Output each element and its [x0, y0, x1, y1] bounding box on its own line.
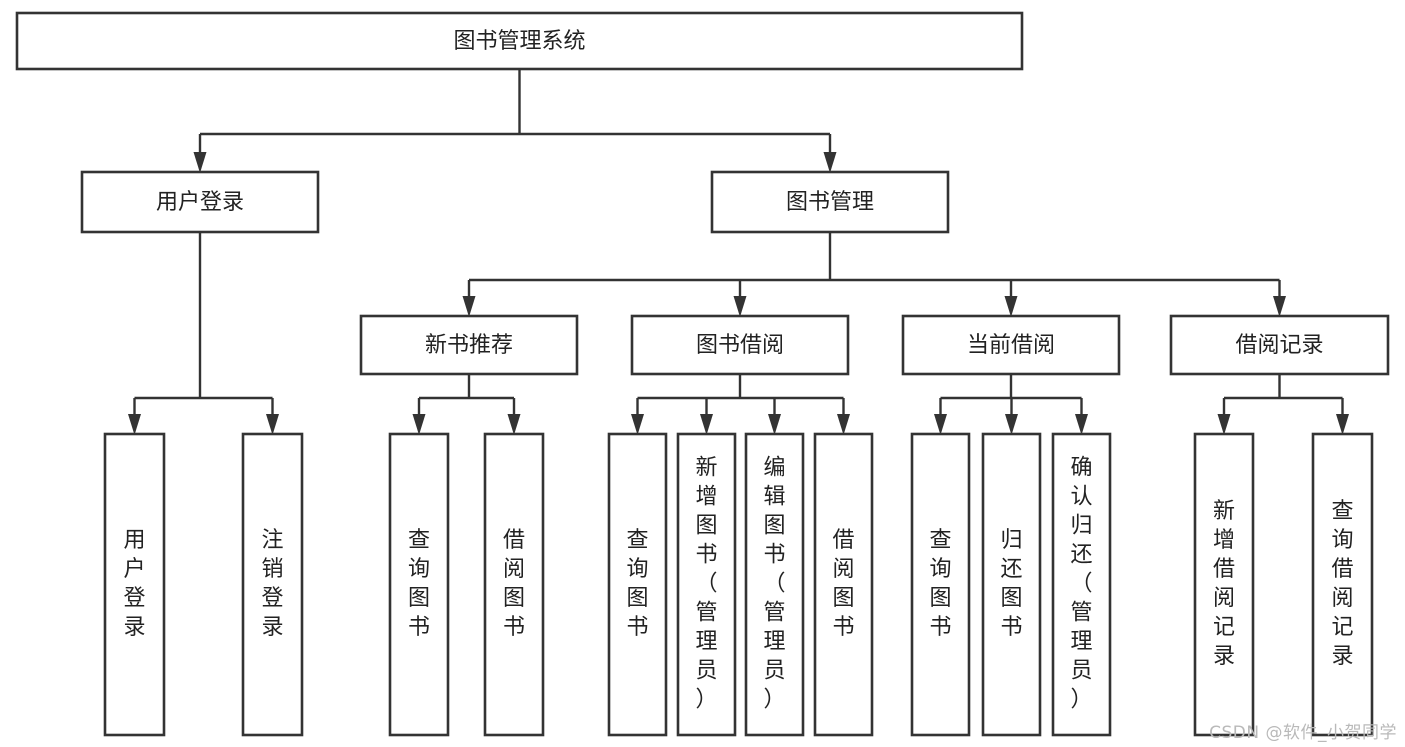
- node-box-leaf-login-1: [103, 432, 166, 737]
- connector-group-bookmgmt: [462, 232, 1286, 317]
- arrowhead-leaf-record-2: [1336, 414, 1349, 435]
- node-box-newbook: [359, 314, 579, 376]
- node-label-leaf-new-2: 借阅图书: [503, 528, 525, 640]
- node-leaf-current-1[interactable]: 查询图书: [910, 432, 971, 737]
- node-box-leaf-new-1: [388, 432, 450, 737]
- node-layer: 图书管理系统用户登录图书管理新书推荐图书借阅当前借阅借阅记录用户登录注销登录查询…: [15, 11, 1390, 737]
- node-box-borrow: [630, 314, 850, 376]
- arrowhead-leaf-borrow-2: [700, 414, 713, 435]
- node-record[interactable]: 借阅记录: [1169, 314, 1390, 376]
- arrowhead-leaf-borrow-4: [837, 414, 850, 435]
- node-label-leaf-record-1: 新增借阅记录: [1213, 499, 1235, 669]
- arrowhead-leaf-borrow-3: [768, 414, 781, 435]
- node-label-record: 借阅记录: [1235, 333, 1323, 358]
- node-leaf-borrow-4[interactable]: 借阅图书: [813, 432, 874, 737]
- connector-group-newbook: [412, 374, 521, 435]
- node-leaf-current-2[interactable]: 归还图书: [981, 432, 1042, 737]
- node-label-leaf-record-2: 查询借阅记录: [1331, 499, 1353, 669]
- arrowhead-leaf-current-2: [1005, 414, 1018, 435]
- arrowhead-leaf-new-2: [507, 414, 521, 435]
- node-newbook[interactable]: 新书推荐: [359, 314, 579, 376]
- node-label-leaf-current-3: 确认归还（管理员）: [1070, 456, 1092, 713]
- connector-layer: [128, 69, 1349, 435]
- connector-group-root: [193, 69, 837, 173]
- connector-group-login: [128, 232, 279, 435]
- arrowhead-leaf-current-1: [934, 414, 947, 435]
- arrowhead-borrow: [733, 296, 747, 317]
- node-label-leaf-borrow-1: 查询图书: [626, 528, 648, 640]
- arrowhead-leaf-current-3: [1075, 414, 1088, 435]
- node-label-leaf-new-1: 查询图书: [408, 528, 430, 640]
- node-label-bookmgmt: 图书管理: [786, 190, 874, 215]
- node-box-leaf-record-2: [1311, 432, 1374, 737]
- node-label-leaf-login-1: 用户登录: [123, 528, 145, 640]
- node-label-newbook: 新书推荐: [425, 333, 513, 358]
- node-box-leaf-current-1: [910, 432, 971, 737]
- node-box-login: [80, 170, 320, 234]
- node-box-leaf-login-2: [241, 432, 304, 737]
- node-root[interactable]: 图书管理系统: [15, 11, 1024, 71]
- node-box-record: [1169, 314, 1390, 376]
- node-label-leaf-current-1: 查询图书: [929, 528, 951, 640]
- node-box-root: [15, 11, 1024, 71]
- node-leaf-new-1[interactable]: 查询图书: [388, 432, 450, 737]
- node-label-leaf-login-2: 注销登录: [261, 528, 283, 640]
- csdn-watermark: CSDN @软件_小贺同学: [1209, 723, 1397, 743]
- node-box-leaf-current-2: [981, 432, 1042, 737]
- node-box-leaf-borrow-2: [676, 432, 737, 737]
- node-label-leaf-current-2: 归还图书: [1000, 528, 1022, 640]
- connector-group-record: [1217, 374, 1349, 435]
- arrowhead-leaf-login-2: [266, 414, 279, 435]
- node-leaf-login-2[interactable]: 注销登录: [241, 432, 304, 737]
- node-borrow[interactable]: 图书借阅: [630, 314, 850, 376]
- arrowhead-bookmgmt: [823, 152, 837, 173]
- node-box-leaf-borrow-4: [813, 432, 874, 737]
- node-label-root: 图书管理系统: [453, 29, 585, 54]
- node-label-leaf-borrow-3: 编辑图书（管理员）: [763, 456, 785, 713]
- node-leaf-current-3[interactable]: 确认归还（管理员）: [1051, 432, 1112, 737]
- arrowhead-leaf-record-1: [1217, 414, 1231, 435]
- node-box-bookmgmt: [710, 170, 950, 234]
- arrowhead-leaf-new-1: [412, 414, 426, 435]
- node-leaf-borrow-2[interactable]: 新增图书（管理员）: [676, 432, 737, 737]
- arrowhead-record: [1273, 296, 1286, 317]
- node-leaf-record-2[interactable]: 查询借阅记录: [1311, 432, 1374, 737]
- arrowhead-leaf-login-1: [128, 414, 141, 435]
- node-leaf-new-2[interactable]: 借阅图书: [483, 432, 545, 737]
- node-box-leaf-borrow-3: [744, 432, 805, 737]
- arrowhead-leaf-borrow-1: [631, 414, 644, 435]
- connector-group-current: [934, 374, 1088, 435]
- arrowhead-login: [193, 152, 207, 173]
- node-leaf-record-1[interactable]: 新增借阅记录: [1193, 432, 1255, 737]
- node-bookmgmt[interactable]: 图书管理: [710, 170, 950, 234]
- node-box-leaf-record-1: [1193, 432, 1255, 737]
- node-label-current: 当前借阅: [967, 333, 1055, 358]
- arrowhead-newbook: [462, 296, 476, 317]
- node-box-leaf-current-3: [1051, 432, 1112, 737]
- node-label-leaf-borrow-4: 借阅图书: [832, 528, 854, 640]
- node-label-login: 用户登录: [156, 190, 244, 215]
- connector-group-borrow: [631, 374, 850, 435]
- node-box-leaf-borrow-1: [607, 432, 668, 737]
- node-box-leaf-new-2: [483, 432, 545, 737]
- node-box-current: [901, 314, 1121, 376]
- node-leaf-borrow-3[interactable]: 编辑图书（管理员）: [744, 432, 805, 737]
- node-label-borrow: 图书借阅: [696, 333, 784, 358]
- node-label-leaf-borrow-2: 新增图书（管理员）: [695, 456, 717, 713]
- node-current[interactable]: 当前借阅: [901, 314, 1121, 376]
- node-login[interactable]: 用户登录: [80, 170, 320, 234]
- node-leaf-borrow-1[interactable]: 查询图书: [607, 432, 668, 737]
- arrowhead-current: [1004, 296, 1018, 317]
- node-leaf-login-1[interactable]: 用户登录: [103, 432, 166, 737]
